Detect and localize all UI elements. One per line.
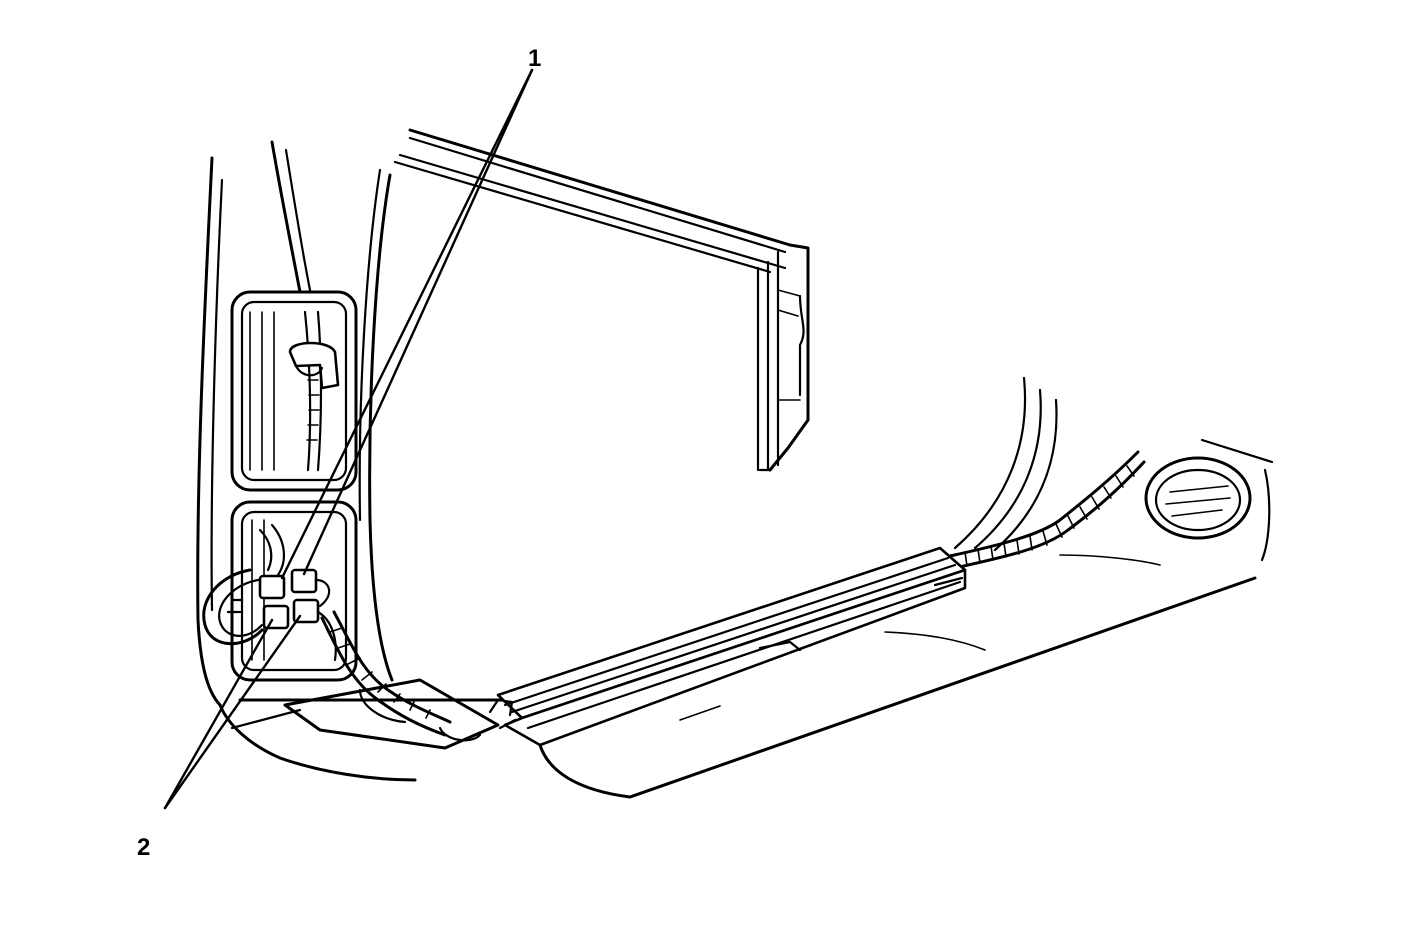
rear-door-panel <box>393 128 810 472</box>
floor-panel <box>218 438 1274 799</box>
callout-leaders <box>163 68 534 810</box>
callout-2-label: 2 <box>137 834 150 861</box>
lower-access-window <box>202 500 358 682</box>
door-opening-curves <box>953 376 1058 552</box>
sill-plate <box>488 546 967 747</box>
callout-2-leader-b <box>163 614 302 810</box>
right-harness <box>948 450 1146 570</box>
floor-plug <box>1144 456 1252 540</box>
callout-2-leader-a <box>163 618 274 810</box>
upper-access-window <box>230 290 358 492</box>
harness-connectors <box>258 568 337 662</box>
callout-1-label: 1 <box>528 45 541 72</box>
callout-1-leader-b <box>302 68 534 576</box>
floor-recess <box>283 678 500 750</box>
callout-1-leader-a <box>280 68 534 580</box>
body-pillar <box>196 140 394 707</box>
